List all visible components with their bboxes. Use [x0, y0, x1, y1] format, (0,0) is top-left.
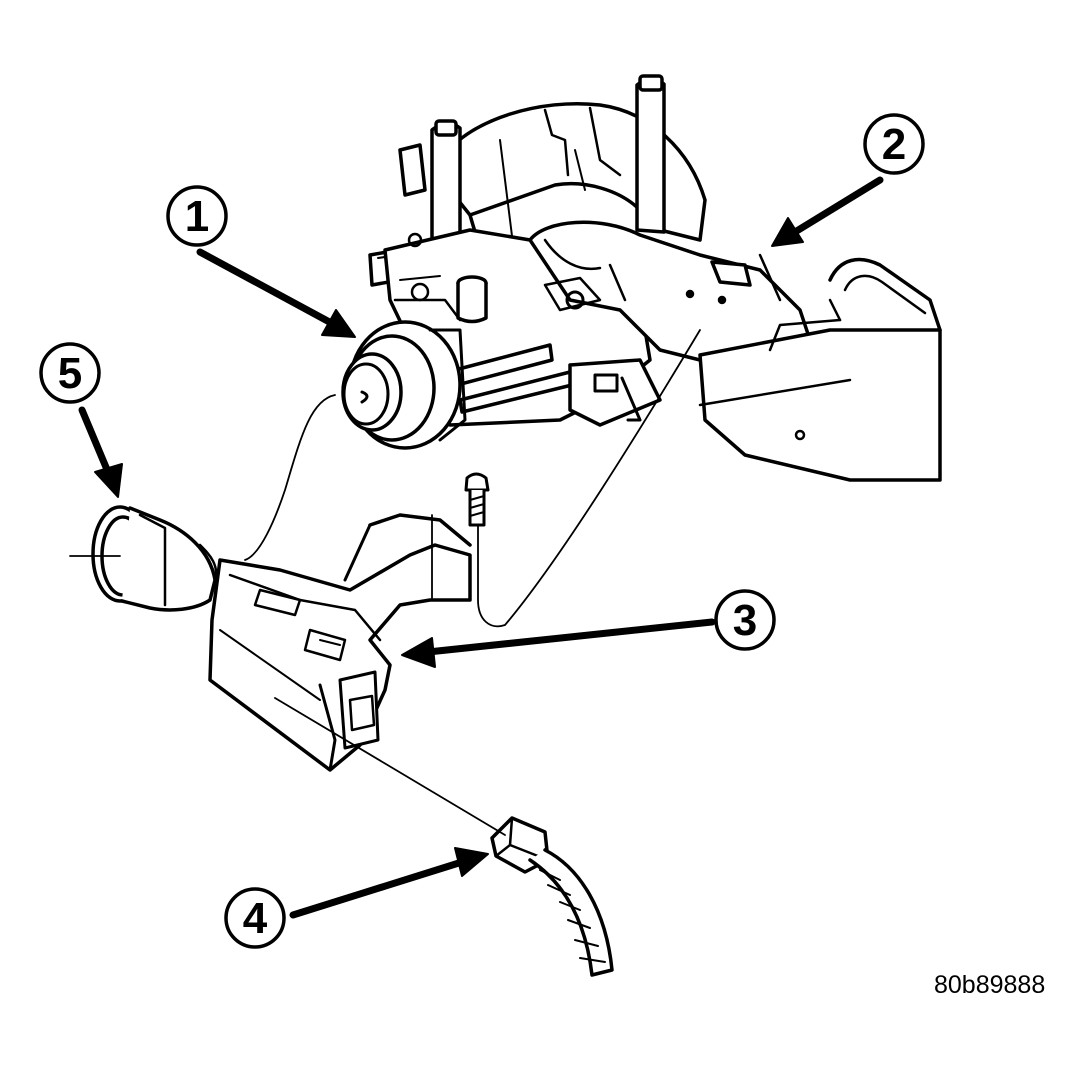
- callout-1: 1: [166, 185, 228, 247]
- callout-5-label: 5: [58, 349, 82, 398]
- trim-bezel: [91, 505, 218, 612]
- callout-3-label: 3: [733, 596, 757, 645]
- callout-4-label: 4: [243, 894, 268, 943]
- switch-shroud: [208, 513, 472, 772]
- callout-5: 5: [39, 342, 101, 404]
- callout-2-label: 2: [882, 120, 906, 169]
- callout-3: 3: [714, 589, 776, 651]
- mounting-plate: [698, 253, 942, 482]
- figure-code: 80b89888: [934, 971, 1046, 999]
- callout-1-label: 1: [185, 192, 209, 241]
- callout-4: 4: [224, 887, 286, 949]
- wire-connector: [490, 816, 614, 977]
- screw: [464, 472, 490, 527]
- callout-2: 2: [863, 113, 925, 175]
- ignition-lock-cylinder: [341, 320, 467, 450]
- column-shaft: [528, 220, 812, 362]
- arrow-5: [78, 406, 123, 498]
- arrow-4: [289, 847, 489, 919]
- arrow-3: [401, 618, 716, 668]
- alignment-lines: [69, 329, 701, 836]
- arrow-2: [771, 176, 884, 247]
- arrow-1: [196, 248, 356, 338]
